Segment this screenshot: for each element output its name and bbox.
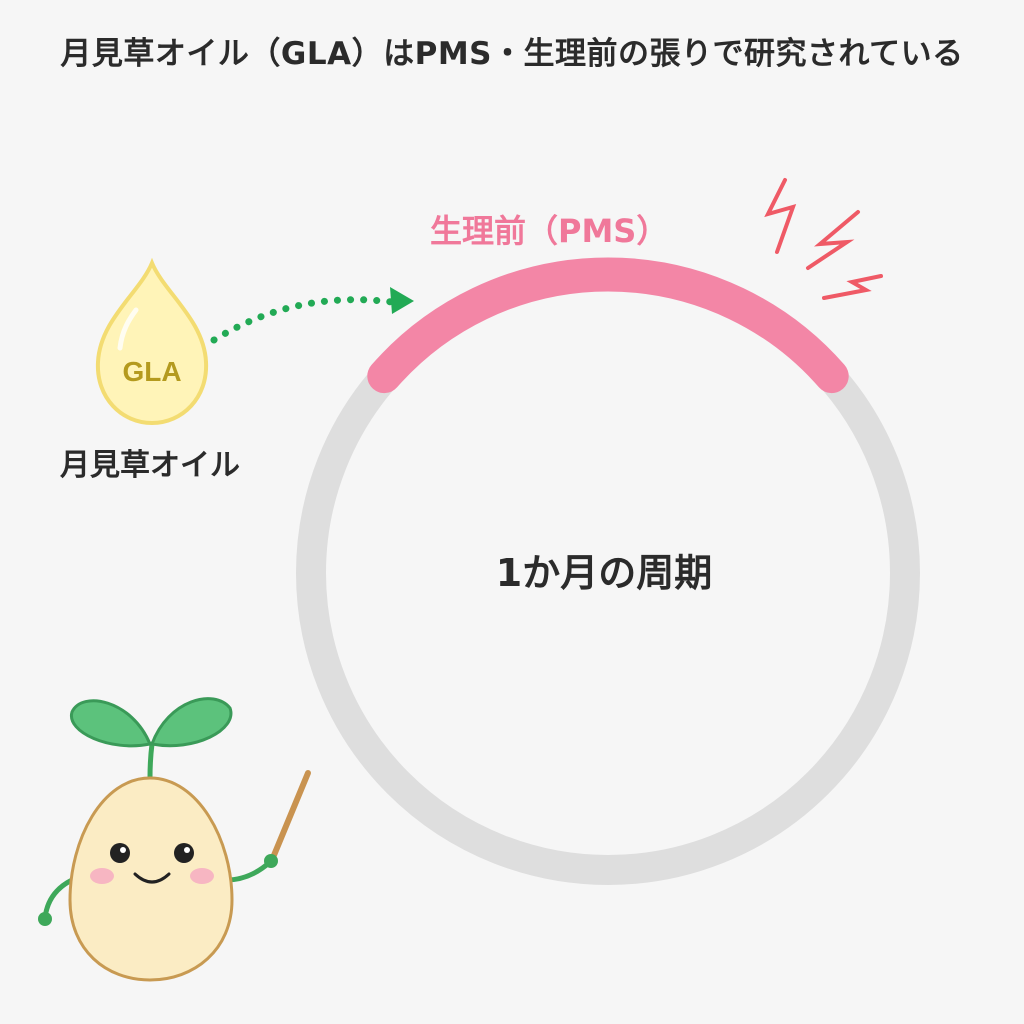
mascot-cheek-right [190, 868, 214, 884]
mascot-eye-right [174, 843, 194, 863]
mascot-stem [147, 741, 155, 781]
dotted-arrow [210, 287, 414, 344]
mascot-eye-left [110, 843, 130, 863]
oil-label: 月見草オイル [60, 448, 240, 483]
pointer-stick [269, 770, 311, 863]
mascot-arm-left [42, 877, 75, 921]
arrow-head [390, 287, 414, 314]
mascot-body [68, 776, 234, 982]
pms-phase-arc [367, 257, 849, 394]
mascot-smile [133, 872, 171, 884]
oil-drop-icon: GLA [95, 257, 209, 426]
lightning-icon [764, 178, 883, 300]
mascot-cheek-left [90, 868, 114, 884]
mascot-arm-right [223, 859, 273, 883]
mascot-leaf-right [149, 697, 233, 748]
seedling-mascot [38, 697, 311, 982]
mascot-hand-left [38, 912, 52, 926]
drop-label: GLA [122, 356, 181, 387]
pms-phase-label: 生理前（PMS） [430, 212, 669, 250]
mascot-leaf-left [70, 699, 153, 748]
cycle-label: 1か月の周期 [495, 551, 713, 595]
mascot-hand-right [264, 854, 278, 868]
page-title: 月見草オイル（GLA）はPMS・生理前の張りで研究されている [60, 36, 964, 72]
